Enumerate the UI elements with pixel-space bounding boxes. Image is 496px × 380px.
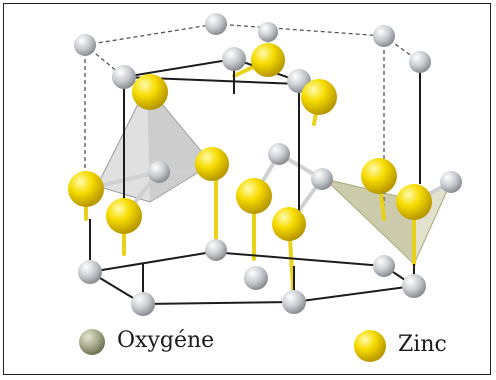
oxygen-atom bbox=[222, 47, 246, 71]
oxygen-atom bbox=[74, 34, 96, 56]
oxygen-atom bbox=[112, 65, 136, 89]
oxygen-atom bbox=[409, 51, 431, 73]
oxygen-atom bbox=[244, 266, 268, 290]
zinc-atom bbox=[132, 74, 168, 110]
oxygen-atoms bbox=[74, 13, 462, 316]
zinc-atom bbox=[272, 207, 306, 241]
oxygen-atom bbox=[311, 168, 333, 190]
oxygen-atom bbox=[205, 13, 227, 35]
oxygen-atom bbox=[282, 290, 306, 314]
oxygen-atom bbox=[373, 25, 395, 47]
zinc-atom bbox=[106, 198, 142, 234]
wurtzite-lattice-diagram bbox=[68, 13, 462, 362]
crystal-structure-figure: Oxygéne Zinc bbox=[3, 3, 491, 375]
oxygen-atom bbox=[373, 255, 395, 277]
zinc-atom bbox=[301, 79, 337, 115]
oxygen-atom bbox=[131, 292, 155, 316]
zinc-atom bbox=[361, 158, 397, 194]
oxygen-legend-icon bbox=[79, 329, 105, 355]
zinc-atom bbox=[236, 178, 272, 214]
oxygen-atom bbox=[268, 143, 290, 165]
zinc-legend-label: Zinc bbox=[398, 332, 447, 357]
oxygen-atom bbox=[258, 22, 278, 42]
oxygen-atom bbox=[402, 274, 426, 298]
oxygen-legend-label: Oxygéne bbox=[117, 328, 215, 353]
zinc-legend-icon bbox=[354, 330, 386, 362]
zinc-atoms bbox=[68, 43, 432, 241]
zinc-atom bbox=[68, 171, 104, 207]
oxygen-atom bbox=[205, 239, 227, 261]
oxygen-atom bbox=[440, 171, 462, 193]
zinc-atom bbox=[251, 43, 285, 77]
zinc-atom bbox=[195, 147, 229, 181]
oxygen-atom bbox=[78, 260, 102, 284]
oxygen-atom bbox=[148, 161, 170, 183]
zinc-atom bbox=[396, 184, 432, 220]
